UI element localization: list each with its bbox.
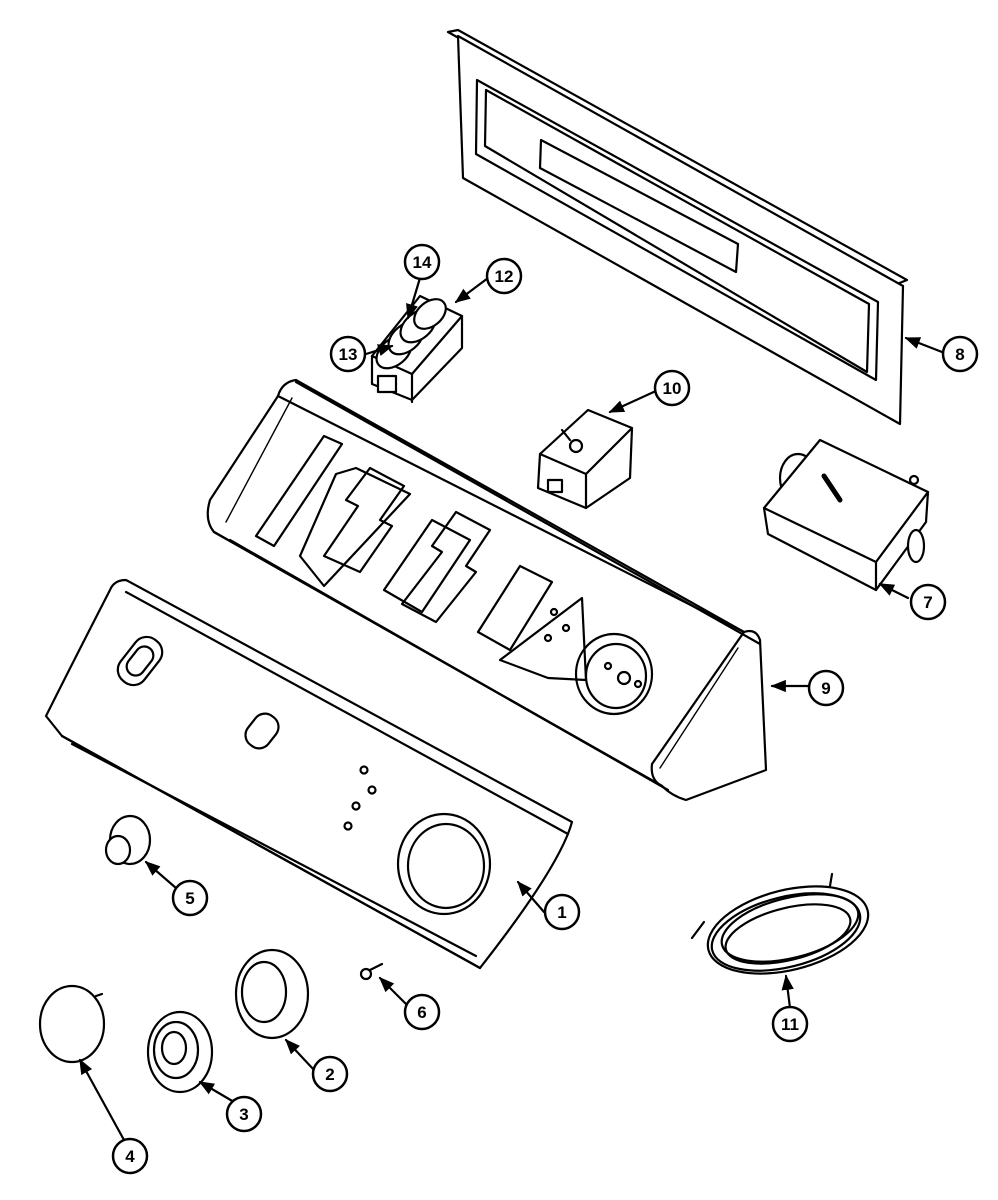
knob [104, 814, 152, 866]
callout-12: 12 [485, 257, 523, 295]
callout-7-label: 7 [923, 593, 932, 612]
callout-11: 11 [771, 1005, 809, 1043]
callout-9-label: 9 [821, 679, 830, 698]
callout-2-label: 2 [325, 1065, 334, 1084]
callout-7: 7 [909, 583, 947, 621]
callout-10: 10 [653, 369, 691, 407]
callout-1-label: 1 [557, 903, 566, 922]
callout-13-label: 13 [339, 345, 358, 364]
rotary-switch [536, 408, 634, 510]
callout-6: 6 [403, 993, 441, 1031]
callout-5: 5 [171, 879, 209, 917]
screw [359, 962, 384, 981]
cap [38, 984, 106, 1064]
front-console [44, 578, 574, 970]
callout-8: 8 [941, 335, 979, 373]
callout-14: 14 [403, 243, 441, 281]
callout-1: 1 [543, 893, 581, 931]
callout-3-label: 3 [239, 1105, 248, 1124]
callout-3: 3 [225, 1095, 263, 1133]
wire-harness [690, 872, 870, 975]
callout-2: 2 [311, 1055, 349, 1093]
control-housing [206, 378, 768, 802]
leader-lines [78, 276, 944, 1142]
callout-9: 9 [807, 669, 845, 707]
callout-6-label: 6 [417, 1003, 426, 1022]
backsplash-panel [446, 28, 909, 426]
callout-10-label: 10 [663, 379, 682, 398]
dial [146, 1010, 214, 1094]
callout-4: 4 [111, 1137, 149, 1175]
bezel [234, 948, 310, 1040]
timer [762, 438, 930, 592]
callout-14-label: 14 [413, 253, 432, 272]
callout-13: 13 [329, 335, 367, 373]
callout-4-label: 4 [125, 1147, 135, 1166]
callout-5-label: 5 [185, 889, 194, 908]
callout-11-label: 11 [781, 1015, 799, 1034]
callout-12-label: 12 [495, 267, 514, 286]
callout-8-label: 8 [955, 345, 964, 364]
